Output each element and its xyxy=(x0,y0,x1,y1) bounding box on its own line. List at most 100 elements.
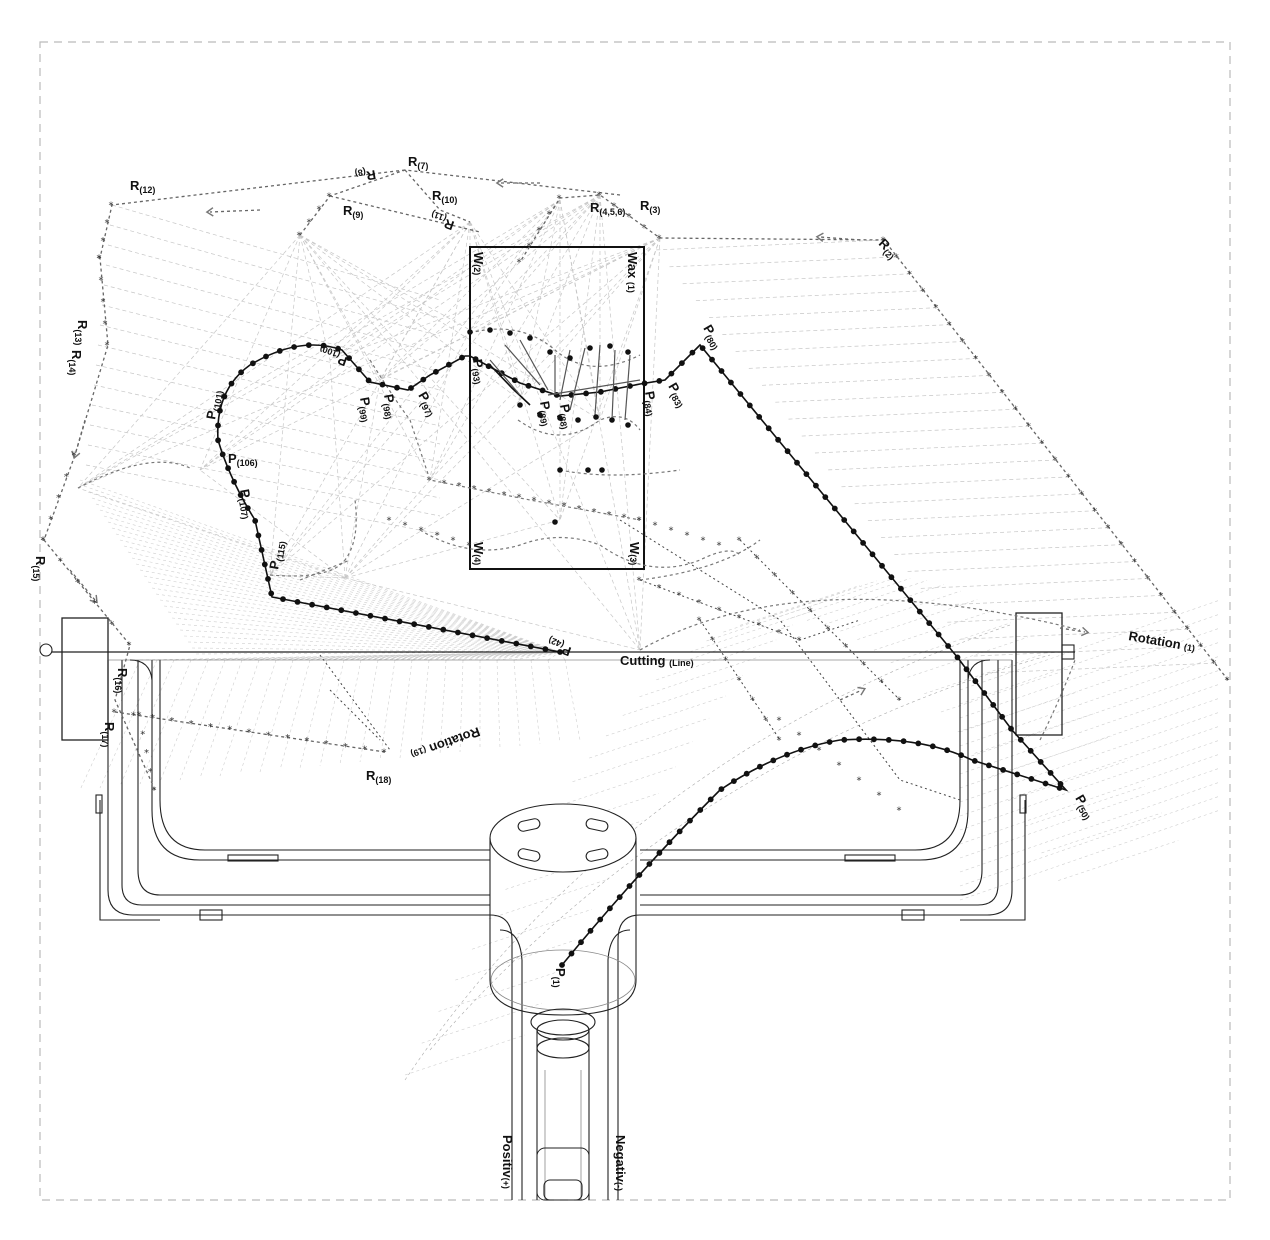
path-point-label: P(115) xyxy=(266,539,288,571)
svg-text:*: * xyxy=(737,676,742,687)
svg-text:*: * xyxy=(677,591,682,602)
svg-text:*: * xyxy=(597,191,602,202)
svg-text:*: * xyxy=(75,578,80,589)
svg-text:*: * xyxy=(144,748,149,759)
path-point-label: P(50) xyxy=(1071,792,1098,822)
sweep-hatching-right xyxy=(404,578,1221,1081)
dashed-frame xyxy=(39,41,1231,1201)
svg-text:*: * xyxy=(97,254,102,265)
positive-label: Positiv(+) xyxy=(500,1135,515,1189)
svg-text:*: * xyxy=(304,736,309,747)
robot-point-label: R(10) xyxy=(432,188,457,205)
dashed-star-rows xyxy=(319,519,961,801)
svg-text:*: * xyxy=(403,521,408,532)
svg-text:*: * xyxy=(451,536,456,547)
wax-block xyxy=(469,246,645,570)
svg-text:*: * xyxy=(1026,422,1031,433)
svg-text:*: * xyxy=(894,252,899,263)
svg-text:*: * xyxy=(577,504,582,515)
w3-label: W(3) xyxy=(627,542,642,565)
path-point-label: P(99) xyxy=(355,396,376,423)
robot-point-label: R(8) xyxy=(354,165,377,185)
svg-text:*: * xyxy=(92,599,97,610)
svg-text:*: * xyxy=(777,736,782,747)
svg-text:*: * xyxy=(1158,591,1163,602)
svg-text:*: * xyxy=(467,541,472,552)
svg-text:*: * xyxy=(487,487,492,498)
svg-text:*: * xyxy=(435,531,440,542)
svg-text:*: * xyxy=(817,746,822,757)
path-point-label: P(89) xyxy=(535,400,556,427)
wax-hatch-points xyxy=(467,327,631,525)
workbench-frame xyxy=(39,612,1075,921)
w2-label: W(2) xyxy=(471,252,486,275)
negative-label: Negativ(-) xyxy=(613,1135,628,1191)
svg-text:*: * xyxy=(710,636,715,647)
svg-text:*: * xyxy=(41,536,46,547)
svg-text:*: * xyxy=(763,716,768,727)
svg-text:*: * xyxy=(343,742,348,753)
labels: Cutting (Line) Rotation (1) Rotation (19… xyxy=(409,252,1195,1191)
path-point-label: P(106) xyxy=(228,451,258,468)
svg-text:*: * xyxy=(986,371,991,382)
svg-text:*: * xyxy=(1211,659,1216,670)
svg-text:*: * xyxy=(537,226,542,237)
svg-text:*: * xyxy=(777,628,782,639)
svg-text:*: * xyxy=(1185,625,1190,636)
svg-text:*: * xyxy=(642,223,647,234)
svg-text:*: * xyxy=(148,767,153,778)
svg-text:*: * xyxy=(1092,506,1097,517)
svg-text:*: * xyxy=(701,536,706,547)
svg-text:*: * xyxy=(627,212,632,223)
path-point-label: P(98) xyxy=(379,393,400,420)
svg-text:*: * xyxy=(517,493,522,504)
robot-point-label: R(4,5,6) xyxy=(590,200,625,217)
svg-text:*: * xyxy=(1105,523,1110,534)
svg-text:*: * xyxy=(657,583,662,594)
svg-text:*: * xyxy=(1000,388,1005,399)
svg-text:*: * xyxy=(327,192,332,203)
svg-text:*: * xyxy=(105,341,110,352)
svg-text:*: * xyxy=(1039,439,1044,450)
svg-text:*: * xyxy=(101,297,106,308)
svg-text:*: * xyxy=(685,531,690,542)
svg-text:*: * xyxy=(837,761,842,772)
svg-text:*: * xyxy=(105,218,110,229)
path-point-label: P(84) xyxy=(640,390,661,417)
svg-text:*: * xyxy=(697,616,702,627)
robot-point-label: R(14) xyxy=(67,350,84,375)
sweep-hatching-left xyxy=(79,479,581,791)
path-point-label: P(1) xyxy=(551,968,568,988)
svg-text:*: * xyxy=(750,696,755,707)
svg-text:*: * xyxy=(717,606,722,617)
svg-text:*: * xyxy=(797,636,802,647)
path-point-label: P(107) xyxy=(235,488,257,520)
svg-text:*: * xyxy=(547,210,552,221)
svg-text:*: * xyxy=(777,716,782,727)
tool-path-points xyxy=(215,342,1064,968)
svg-text:*: * xyxy=(527,242,532,253)
svg-text:*: * xyxy=(907,269,912,280)
svg-text:*: * xyxy=(825,624,830,635)
svg-text:*: * xyxy=(427,476,432,487)
svg-text:*: * xyxy=(897,806,902,817)
svg-text:*: * xyxy=(72,451,77,462)
svg-text:*: * xyxy=(1172,608,1177,619)
svg-text:*: * xyxy=(547,498,552,509)
robot-point-label: R(3) xyxy=(640,198,660,215)
svg-text:*: * xyxy=(266,730,271,741)
svg-text:*: * xyxy=(137,711,142,722)
svg-text:*: * xyxy=(324,739,329,750)
svg-text:*: * xyxy=(637,516,642,527)
svg-text:*: * xyxy=(48,514,53,525)
svg-text:*: * xyxy=(285,733,290,744)
wax-1-label: Wax (1) xyxy=(625,252,640,293)
svg-text:*: * xyxy=(1225,676,1230,687)
svg-text:*: * xyxy=(208,722,213,733)
rotation-19-label: Rotation (19) xyxy=(409,724,482,763)
svg-text:*: * xyxy=(150,713,155,724)
robot-point-label: R(18) xyxy=(366,768,391,785)
svg-text:*: * xyxy=(112,708,117,719)
svg-text:*: * xyxy=(697,598,702,609)
robot-point-label: R(7) xyxy=(408,154,428,171)
